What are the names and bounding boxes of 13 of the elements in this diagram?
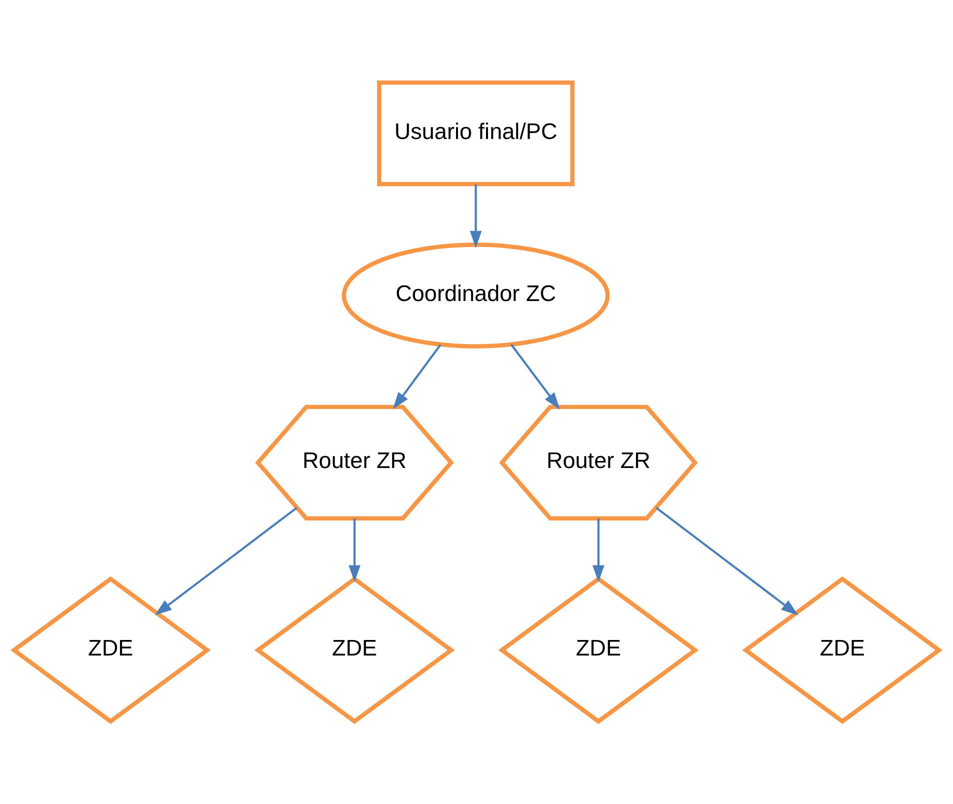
arrow (348, 518, 360, 582)
node-box: Usuario final/PC (377, 80, 574, 186)
arrow (510, 344, 560, 410)
node-diamond: ZDE (742, 576, 943, 724)
node-diamond: ZDE (10, 576, 211, 724)
arrow (592, 518, 604, 582)
arrow (154, 506, 298, 616)
arrow (392, 344, 442, 410)
arrow (656, 506, 798, 616)
node-diamond: ZDE (498, 576, 699, 724)
arrow (470, 184, 482, 248)
node-ellipse: Coordinador ZC (342, 242, 610, 348)
node-diamond: ZDE (254, 576, 455, 724)
